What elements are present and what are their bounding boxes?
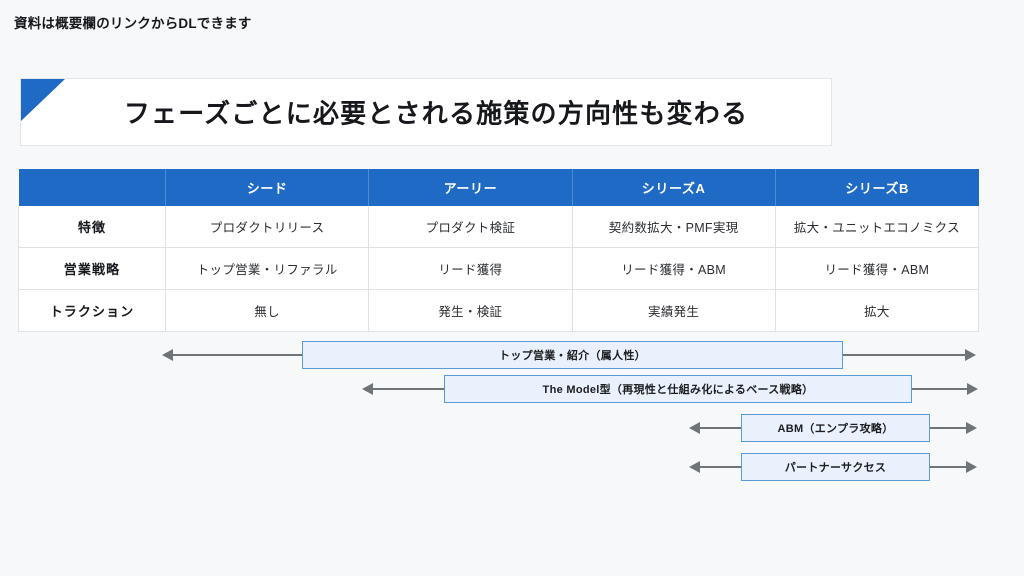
phase-comparison-table: シード アーリー シリーズA シリーズB 特徴 プロダクトリリース プロダクト検… [18,169,980,332]
table-header-row: シード アーリー シリーズA シリーズB [18,169,979,206]
cell-traction-series-a: 実績発生 [571,289,776,332]
arrow-left-icon [689,421,700,434]
table-header-seed: シード [165,169,370,206]
table-header-corner [18,169,166,206]
row-label-sales-strategy: 営業戦略 [18,247,166,290]
strategy-bar-partner-success[interactable]: パートナーサクセス [741,453,930,481]
cell-features-series-a: 契約数拡大・PMF実現 [571,206,776,248]
cell-sales-early: リード獲得 [368,247,573,290]
strategy-bar-the-model[interactable]: The Model型（再現性と仕組み化によるベース戦略） [444,375,912,403]
strategy-bar-row-1: トップ営業・紹介（属人性） [0,341,1024,369]
arrow-line-right [930,466,972,468]
arrow-line-left [699,466,742,468]
arrow-line-right [930,427,972,429]
title-card: フェーズごとに必要とされる施策の方向性も変わる [20,78,832,146]
row-label-features: 特徴 [18,206,166,248]
corner-accent-triangle [21,79,65,121]
arrow-left-icon [689,460,700,473]
row-label-traction: トラクション [18,289,166,332]
cell-features-series-b: 拡大・ユニットエコノミクス [774,206,980,248]
page-caption: 資料は概要欄のリンクからDLできます [14,16,252,31]
page-title: フェーズごとに必要とされる施策の方向性も変わる [123,98,749,129]
arrow-right-icon [966,421,977,434]
strategy-bar-row-2: The Model型（再現性と仕組み化によるベース戦略） [0,375,1024,403]
strategy-bar-top-sales[interactable]: トップ営業・紹介（属人性） [302,341,843,369]
arrow-line-left [372,388,445,390]
arrow-line-left [172,354,303,356]
arrow-left-icon [162,348,173,361]
arrow-right-icon [965,348,976,361]
strategy-bar-abm[interactable]: ABM（エンプラ攻略） [741,414,930,442]
table-row: トラクション 無し 発生・検証 実績発生 拡大 [18,289,980,332]
table-row: 営業戦略 トップ営業・リファラル リード獲得 リード獲得・ABM リード獲得・A… [18,247,980,290]
cell-sales-series-a: リード獲得・ABM [571,247,776,290]
arrow-right-icon [966,460,977,473]
cell-traction-series-b: 拡大 [774,289,980,332]
table-header-series-b: シリーズB [775,169,979,206]
table-header-series-a: シリーズA [572,169,776,206]
arrow-line-right [912,388,972,390]
cell-traction-early: 発生・検証 [368,289,573,332]
strategy-bar-row-4: パートナーサクセス [0,453,1024,481]
table-header-early: アーリー [368,169,573,206]
cell-sales-seed: トップ営業・リファラル [164,247,370,290]
cell-traction-seed: 無し [164,289,370,332]
cell-features-seed: プロダクトリリース [164,206,370,248]
strategy-bar-row-3: ABM（エンプラ攻略） [0,414,1024,442]
cell-sales-series-b: リード獲得・ABM [774,247,980,290]
table-row: 特徴 プロダクトリリース プロダクト検証 契約数拡大・PMF実現 拡大・ユニット… [18,206,980,248]
arrow-right-icon [967,382,978,395]
arrow-left-icon [362,382,373,395]
cell-features-early: プロダクト検証 [368,206,573,248]
arrow-line-left [699,427,742,429]
arrow-line-right [843,354,972,356]
